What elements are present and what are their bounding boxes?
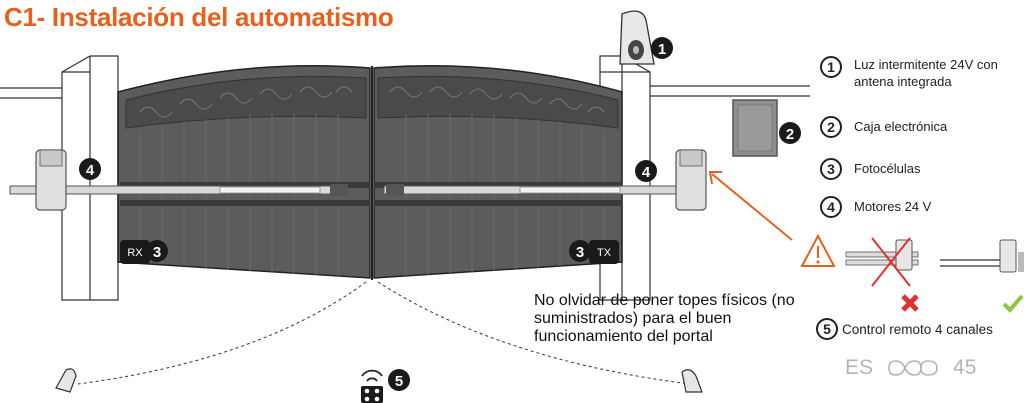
legend-item: 4 Motores 24 V xyxy=(820,196,1014,218)
legend-label: Fotocélulas xyxy=(854,161,921,176)
motor-left xyxy=(9,149,348,211)
stop-arrow xyxy=(708,171,793,241)
legend-number: 3 xyxy=(820,158,842,180)
page-title: C1- Instalación del automatismo xyxy=(4,2,394,32)
legend-item: 3 Fotocélulas xyxy=(820,158,1014,180)
warning-icon xyxy=(800,233,836,267)
callout-4-right: 4 xyxy=(642,164,651,181)
check-icon xyxy=(1002,294,1024,313)
gate-leaf-left xyxy=(117,65,371,279)
legend-item-remote: 5 Control remoto 4 canales xyxy=(816,318,993,340)
callout-1: 1 xyxy=(658,41,666,58)
swing-arc-left xyxy=(77,281,367,385)
photocell-tx-label: TX xyxy=(597,247,612,259)
stop-right-icon xyxy=(681,369,703,393)
control-box-icon xyxy=(732,99,778,157)
page-footer: ES 45 xyxy=(845,356,976,380)
legend-label: Caja electrónica xyxy=(854,119,948,134)
legend-label: Motores 24 V xyxy=(854,199,932,214)
gate-leaf-right xyxy=(373,65,623,279)
callout-4-left: 4 xyxy=(86,162,95,179)
legend-label: Luz intermitente 24V con antena integrad… xyxy=(854,57,998,89)
photocell-rx-bg xyxy=(120,240,150,264)
brand-logo-icon xyxy=(888,360,938,376)
remote-control-icon xyxy=(361,369,383,403)
callout-3-right-bg xyxy=(569,240,591,262)
legend-label: Control remoto 4 canales xyxy=(842,321,993,337)
legend-number: 5 xyxy=(816,318,838,340)
motor-right xyxy=(383,149,707,211)
correct-stop-illustration xyxy=(940,239,1024,273)
callout-2-bg xyxy=(779,122,801,144)
callout-3-right: 3 xyxy=(576,244,584,261)
legend-number: 2 xyxy=(820,116,842,138)
swing-arc-right xyxy=(377,281,691,385)
callout-5: 5 xyxy=(395,373,403,390)
stop-left-icon xyxy=(55,368,77,393)
legend-item: 1 Luz intermitente 24V con antena integr… xyxy=(820,56,1014,90)
wall-left xyxy=(0,87,62,99)
wall-right xyxy=(650,85,810,97)
page-number: 45 xyxy=(953,356,977,379)
warning-note: No olvidar de poner topes físicos (no su… xyxy=(534,292,795,345)
callout-3-left: 3 xyxy=(153,244,161,261)
callout-1-bg xyxy=(651,37,673,59)
callout-2: 2 xyxy=(786,126,794,143)
photocell-tx-bg xyxy=(589,240,619,264)
callout-3-left-bg xyxy=(146,240,168,262)
legend-item: 2 Caja electrónica xyxy=(820,116,1014,138)
wrong-stop-illustration xyxy=(845,237,919,287)
legend-number: 4 xyxy=(820,196,842,218)
callout-4-right-bg xyxy=(635,160,657,182)
callout-4-left-bg xyxy=(79,158,101,180)
legend-number: 1 xyxy=(820,56,842,78)
flashing-light-icon xyxy=(619,10,655,65)
callout-5-bg xyxy=(388,369,410,391)
cross-icon xyxy=(901,294,919,312)
photocell-rx-label: RX xyxy=(127,247,143,259)
language-code: ES xyxy=(845,356,874,379)
